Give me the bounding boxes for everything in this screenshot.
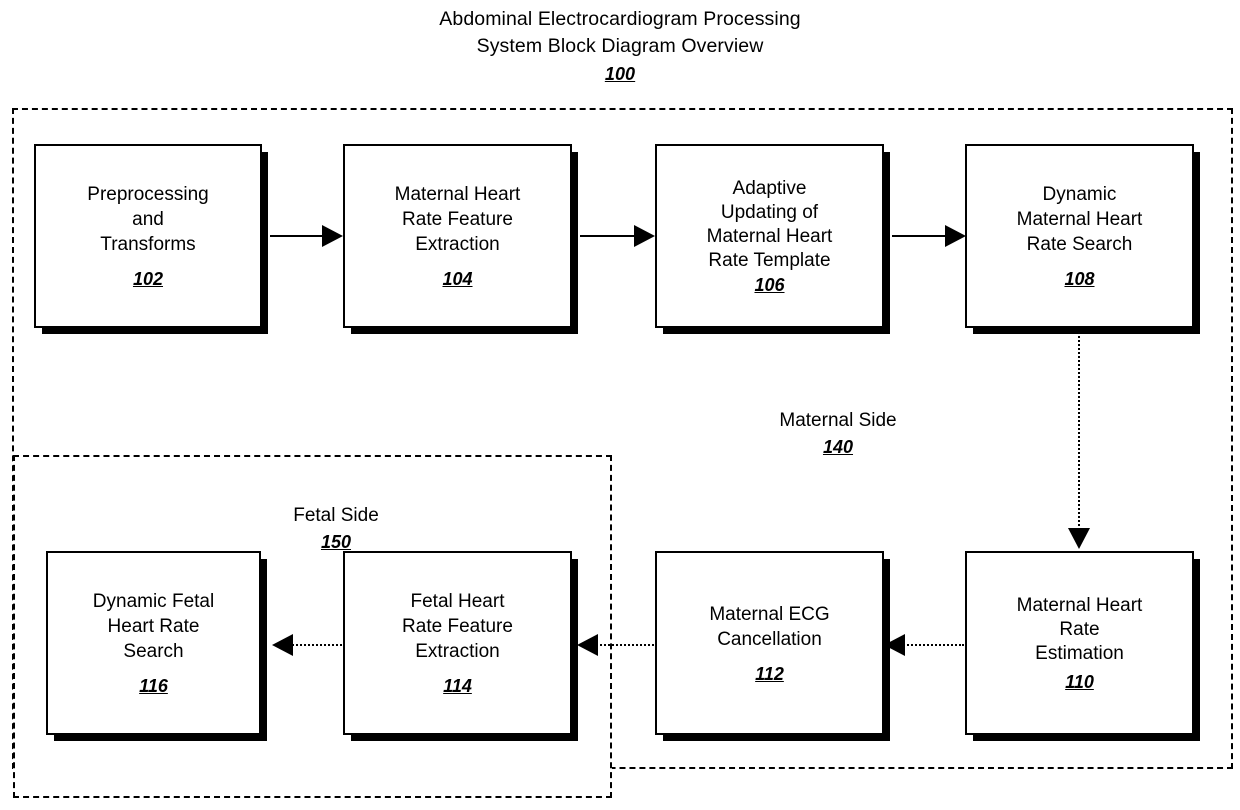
block-104-reference-number: 104 xyxy=(442,269,473,289)
block-maternal-ecg-cancellation[interactable]: Maternal ECG Cancellation 112 xyxy=(655,551,884,735)
maternal-side-label: Maternal Side 140 xyxy=(705,408,971,460)
fetal-side-label-text: Fetal Side xyxy=(293,505,379,526)
block-preprocessing-and-transforms[interactable]: Preprocessing and Transforms 102 xyxy=(34,144,262,328)
block-maternal-heart-rate-feature-extraction[interactable]: Maternal Heart Rate Feature Extraction 1… xyxy=(343,144,572,328)
fetal-side-label: Fetal Side 150 xyxy=(232,503,440,555)
maternal-side-reference-number: 140 xyxy=(822,437,854,457)
block-116-reference-number: 116 xyxy=(139,676,168,696)
block-dynamic-maternal-heart-rate-search[interactable]: Dynamic Maternal Heart Rate Search 108 xyxy=(965,144,1194,328)
block-112-reference-number: 112 xyxy=(755,663,784,684)
arrowhead-104-to-106 xyxy=(634,225,655,247)
connector-110-to-112 xyxy=(900,644,964,646)
block-114-reference-number: 114 xyxy=(443,676,472,696)
arrowhead-114-to-116 xyxy=(272,634,293,656)
maternal-side-region xyxy=(12,108,1233,769)
block-102-label: Preprocessing and Transforms xyxy=(87,184,209,255)
arrowhead-106-to-108 xyxy=(945,225,966,247)
figure-title: Abdominal Electrocardiogram Processing S… xyxy=(0,6,1240,88)
arrowhead-108-to-110 xyxy=(1068,528,1090,549)
block-adaptive-updating-of-maternal-heart-rate-template[interactable]: Adaptive Updating of Maternal Heart Rate… xyxy=(655,144,884,328)
connector-112-to-114 xyxy=(596,644,654,646)
block-106-label: Adaptive Updating of Maternal Heart Rate… xyxy=(706,177,833,271)
fetal-side-reference-number: 150 xyxy=(320,532,352,552)
arrowhead-110-to-112 xyxy=(884,634,905,656)
block-110-reference-number: 110 xyxy=(1065,671,1094,692)
block-108-label: Dynamic Maternal Heart Rate Search xyxy=(1016,184,1143,255)
arrowhead-112-to-114 xyxy=(577,634,598,656)
connector-102-to-104 xyxy=(270,235,324,237)
block-dynamic-fetal-heart-rate-search[interactable]: Dynamic Fetal Heart Rate Search 116 xyxy=(46,551,261,735)
figure-title-line-2: System Block Diagram Overview xyxy=(476,35,764,57)
block-106-reference-number: 106 xyxy=(754,274,785,295)
block-108-reference-number: 108 xyxy=(1064,269,1095,289)
connector-104-to-106 xyxy=(580,235,635,237)
figure-title-line-1: Abdominal Electrocardiogram Processing xyxy=(439,8,801,30)
connector-106-to-108 xyxy=(892,235,946,237)
block-102-reference-number: 102 xyxy=(132,269,164,289)
connector-114-to-116 xyxy=(288,644,342,646)
block-116-label: Dynamic Fetal Heart Rate Search xyxy=(92,591,215,662)
block-112-label: Maternal ECG Cancellation xyxy=(709,603,830,650)
block-fetal-heart-rate-feature-extraction[interactable]: Fetal Heart Rate Feature Extraction 114 xyxy=(343,551,572,735)
figure-reference-number: 100 xyxy=(604,64,636,84)
block-110-label: Maternal Heart Rate Estimation xyxy=(1016,594,1143,664)
maternal-side-label-text: Maternal Side xyxy=(779,410,897,431)
block-maternal-heart-rate-estimation[interactable]: Maternal Heart Rate Estimation 110 xyxy=(965,551,1194,735)
connector-108-to-110 xyxy=(1078,336,1080,530)
block-114-label: Fetal Heart Rate Feature Extraction xyxy=(402,591,513,662)
block-104-label: Maternal Heart Rate Feature Extraction xyxy=(394,184,521,255)
arrowhead-102-to-104 xyxy=(322,225,343,247)
